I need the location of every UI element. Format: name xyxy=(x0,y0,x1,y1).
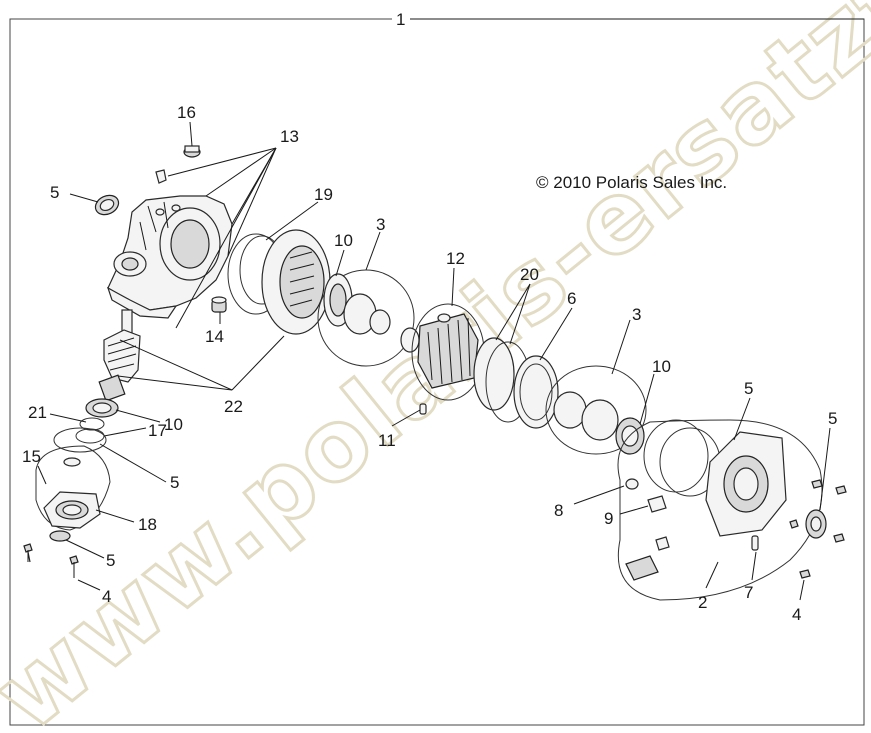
callout-20: 20 xyxy=(520,265,539,284)
part-18-cover xyxy=(35,445,111,531)
callout-16: 16 xyxy=(177,103,196,122)
part-19-ring-gear xyxy=(227,229,331,335)
callout-5: 5 xyxy=(106,551,115,570)
part-13-front-housing xyxy=(106,195,233,319)
callout-21: 21 xyxy=(28,403,47,422)
callout-22: 22 xyxy=(224,397,243,416)
callout-3: 3 xyxy=(632,305,641,324)
right-housing-group xyxy=(617,419,847,601)
part-3-bearing-group-right xyxy=(545,365,647,455)
callout-11: 11 xyxy=(378,431,396,450)
callout-8: 8 xyxy=(554,501,563,520)
part-10-bearing-left xyxy=(85,398,119,418)
part-22-pinion-shaft xyxy=(98,309,141,402)
part-12-roller-cage xyxy=(411,303,485,401)
callout-19: 19 xyxy=(314,185,333,204)
callout-5: 5 xyxy=(828,409,837,428)
callout-4: 4 xyxy=(102,587,111,606)
part-small-ring xyxy=(400,327,420,353)
callout-7: 7 xyxy=(744,583,753,602)
callout-4: 4 xyxy=(792,605,801,624)
callout-12: 12 xyxy=(446,249,465,268)
callout-5: 5 xyxy=(170,473,179,492)
callout-5: 5 xyxy=(50,183,59,202)
part-21-ring xyxy=(79,417,105,431)
callout-1: 1 xyxy=(396,10,405,29)
part-5-seal-top-left xyxy=(94,194,120,216)
part-11-pin xyxy=(419,403,427,415)
callout-3: 3 xyxy=(376,215,385,234)
part-3-bearing-group-center xyxy=(317,269,415,367)
callout-13: 13 xyxy=(280,127,299,146)
leader-lines xyxy=(37,18,864,601)
callout-10: 10 xyxy=(164,415,183,434)
callout-5: 5 xyxy=(744,379,753,398)
callout-9: 9 xyxy=(604,509,613,528)
part-17-o-ring xyxy=(75,428,105,444)
part-16-breather xyxy=(183,145,201,158)
part-13-fitting xyxy=(155,169,167,184)
callouts: 1 16 13 5 19 3 10 12 20 6 3 14 10 5 22 2… xyxy=(22,10,837,624)
callout-10: 10 xyxy=(652,357,671,376)
part-5-o-ring-large xyxy=(53,427,107,453)
part-6-plate xyxy=(513,355,559,429)
callout-6: 6 xyxy=(567,289,576,308)
part-4-bolts-left xyxy=(23,543,79,578)
callout-14: 14 xyxy=(205,327,224,346)
callout-17: 17 xyxy=(148,421,167,440)
callout-10: 10 xyxy=(334,231,353,250)
part-5-seal-bottom-left xyxy=(49,530,71,542)
copyright-notice: © 2010 Polaris Sales Inc. xyxy=(536,173,727,192)
callout-15: 15 xyxy=(22,447,41,466)
part-14-plug xyxy=(211,296,227,313)
callout-2: 2 xyxy=(698,593,707,612)
callout-18: 18 xyxy=(138,515,157,534)
left-housing-group xyxy=(23,145,233,578)
